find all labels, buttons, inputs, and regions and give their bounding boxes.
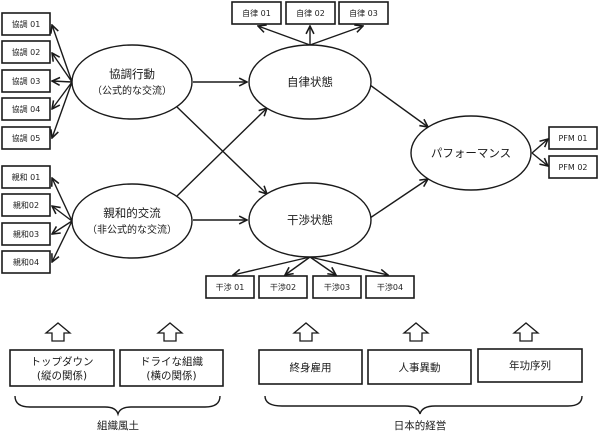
edge-kyocho-04: [52, 81, 73, 109]
indicator-label: 干渉03: [324, 282, 350, 292]
up-arrow-icon: [402, 322, 430, 342]
up-arrow-icon: [512, 322, 540, 342]
up-arrow-icon: [44, 322, 72, 342]
indicator-label: 親和02: [13, 200, 39, 210]
construct-performance: パフォーマンス: [410, 115, 532, 191]
factor-personnel-transfer: 人事異動: [367, 349, 472, 385]
indicator-label: 協調 03: [12, 76, 41, 86]
performance-indicators: PFM 01 PFM 02: [548, 126, 598, 179]
factor-dry-organization: ドライな組織 (横の関係): [119, 349, 224, 387]
indicator-jiritsu-01: 自律 01: [231, 1, 282, 25]
factor-label: 人事異動: [399, 361, 441, 374]
edge-kyocho-01: [52, 25, 73, 83]
edge-shinwa-03: [52, 220, 73, 234]
brace-icon: [264, 395, 583, 415]
edge-jiritsu-performance: [369, 84, 428, 127]
indicator-kansho-02: 干渉02: [258, 275, 308, 299]
indicator-label: 協調 05: [12, 133, 41, 143]
indicator-label: 自律 03: [349, 8, 378, 18]
indicator-kyocho-05: 協調 05: [1, 126, 51, 150]
indicator-label: 協調 04: [12, 104, 41, 114]
construct-jiritsu: 自律状態: [248, 44, 372, 120]
indicator-kyocho-04: 協調 04: [1, 97, 51, 121]
up-arrow-icon: [156, 322, 184, 342]
kyocho-indicators: 協調 01 協調 02 協調 03 協調 04 協調 05: [1, 12, 51, 150]
indicator-jiritsu-03: 自律 03: [338, 1, 389, 25]
construct-kyocho: 協調行動 （公式的な交流）: [71, 44, 193, 120]
indicator-label: 干渉04: [377, 282, 403, 292]
group-label-soshiki: 組織風土: [97, 419, 139, 431]
indicator-label: PFM 02: [558, 163, 587, 172]
indicator-label: PFM 01: [558, 134, 587, 143]
edge-kansho-03: [309, 256, 336, 275]
kansho-indicators: 干渉 01 干渉02 干渉03 干渉04: [205, 275, 415, 299]
factor-lifetime-employment: 終身雇用: [258, 349, 363, 385]
indicator-label: 親和 01: [12, 172, 41, 182]
edge-pfm-02: [531, 152, 548, 166]
edge-shinwa-jiritsu: [176, 108, 267, 197]
factor-label: ドライな組織: [140, 355, 203, 368]
indicator-shinwa-01: 親和 01: [1, 165, 51, 189]
edge-jiritsu-03: [309, 26, 363, 46]
edge-shinwa-01: [52, 178, 73, 222]
indicator-kansho-01: 干渉 01: [205, 275, 255, 299]
up-arrow-icon: [292, 322, 320, 342]
indicator-label: 親和04: [13, 257, 39, 267]
group-label-nihon: 日本的経営: [394, 419, 447, 431]
factor-label: 終身雇用: [290, 361, 332, 374]
indicator-jiritsu-02: 自律 02: [285, 1, 336, 25]
construct-shinwa: 親和的交流 （非公式的な交流）: [71, 183, 193, 259]
indicator-label: 干渉02: [270, 282, 296, 292]
indicator-kyocho-01: 協調 01: [1, 12, 51, 36]
factor-soshiki-group: トップダウン (縦の関係) ドライな組織 (横の関係) 組織風土: [9, 322, 224, 431]
construct-subtitle: （公式的な交流）: [92, 84, 172, 97]
factor-seniority: 年功序列: [477, 348, 583, 383]
indicator-kyocho-02: 協調 02: [1, 40, 51, 64]
factor-label: トップダウン: [31, 355, 94, 368]
factor-topdown: トップダウン (縦の関係): [9, 349, 115, 387]
indicator-shinwa-02: 親和02: [1, 193, 51, 217]
construct-title: 親和的交流: [103, 206, 161, 220]
indicator-pfm-01: PFM 01: [548, 126, 598, 150]
edge-shinwa-04: [52, 220, 73, 262]
factor-sublabel: (縦の関係): [37, 369, 87, 382]
indicator-kyocho-03: 協調 03: [1, 69, 51, 93]
factor-nihon-group: 終身雇用 人事異動 年功序列 日本的経営: [258, 322, 583, 431]
construct-title: パフォーマンス: [431, 146, 511, 160]
indicator-kansho-04: 干渉04: [365, 275, 415, 299]
factor-sublabel: (横の関係): [146, 369, 196, 382]
edge-pfm-01: [531, 139, 548, 154]
indicator-shinwa-03: 親和03: [1, 222, 51, 246]
edge-kyocho-05: [52, 81, 73, 138]
construct-subtitle: （非公式的な交流）: [87, 223, 177, 236]
indicator-label: 干渉 01: [216, 282, 245, 292]
indicator-shinwa-04: 親和04: [1, 250, 51, 274]
indicator-label: 自律 02: [296, 8, 325, 18]
edge-kansho-performance: [369, 179, 428, 219]
edge-kyocho-03: [52, 81, 73, 82]
indicator-pfm-02: PFM 02: [548, 155, 598, 179]
edge-kyocho-kansho: [176, 106, 267, 194]
construct-title: 協調行動: [109, 67, 155, 81]
edge-kyocho-02: [52, 53, 73, 83]
indicator-label: 親和03: [13, 229, 39, 239]
edge-kansho-04: [309, 256, 388, 275]
construct-title: 自律状態: [287, 75, 333, 89]
indicator-kansho-03: 干渉03: [312, 275, 362, 299]
shinwa-indicators: 親和 01 親和02 親和03 親和04: [1, 165, 51, 274]
indicator-label: 自律 01: [242, 8, 271, 18]
indicator-label: 協調 01: [12, 19, 41, 29]
edge-jiritsu-01: [258, 26, 311, 46]
jiritsu-indicators: 自律 01 自律 02 自律 03: [231, 1, 389, 25]
construct-title: 干渉状態: [287, 213, 333, 227]
indicator-label: 協調 02: [12, 47, 41, 57]
edge-kansho-01: [233, 256, 311, 275]
edge-kansho-02: [285, 256, 311, 275]
brace-icon: [14, 395, 221, 417]
edges: [52, 25, 548, 275]
construct-kansho: 干渉状態: [248, 182, 372, 258]
edge-shinwa-02: [52, 206, 73, 222]
factor-label: 年功序列: [509, 359, 551, 372]
